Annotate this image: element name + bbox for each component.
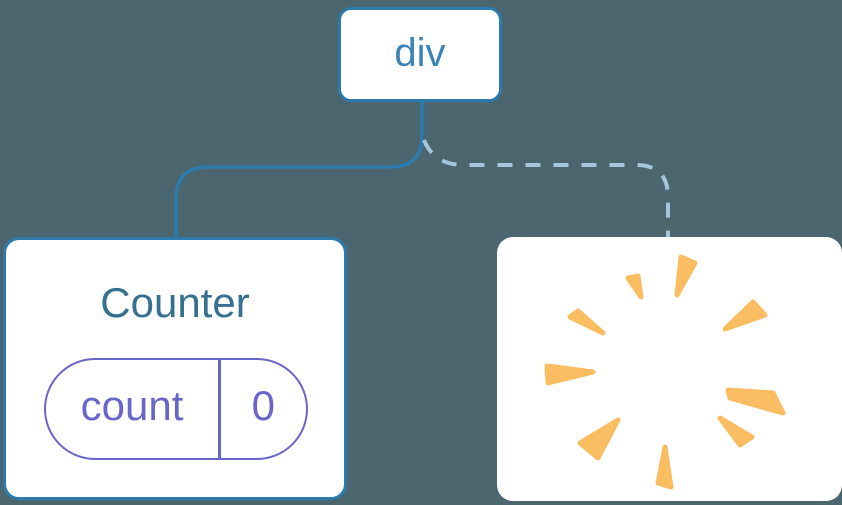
state-pill: count 0 [44, 358, 308, 460]
tree-node-div: div [338, 7, 502, 102]
state-pill-divider [218, 360, 221, 458]
solid-edge [174, 101, 424, 238]
dashed-edge [422, 139, 670, 237]
tree-node-counter: Counter count 0 [3, 237, 347, 500]
state-key-label: count [80, 382, 184, 429]
state-key-cell: count [46, 360, 218, 458]
counter-node-title: Counter [100, 279, 250, 326]
poof-explosion-icon [544, 254, 786, 490]
div-node-label: div [394, 30, 446, 75]
state-value-label: 0 [251, 382, 275, 429]
state-value-cell: 0 [221, 360, 307, 458]
tree-node-removed [497, 237, 842, 501]
